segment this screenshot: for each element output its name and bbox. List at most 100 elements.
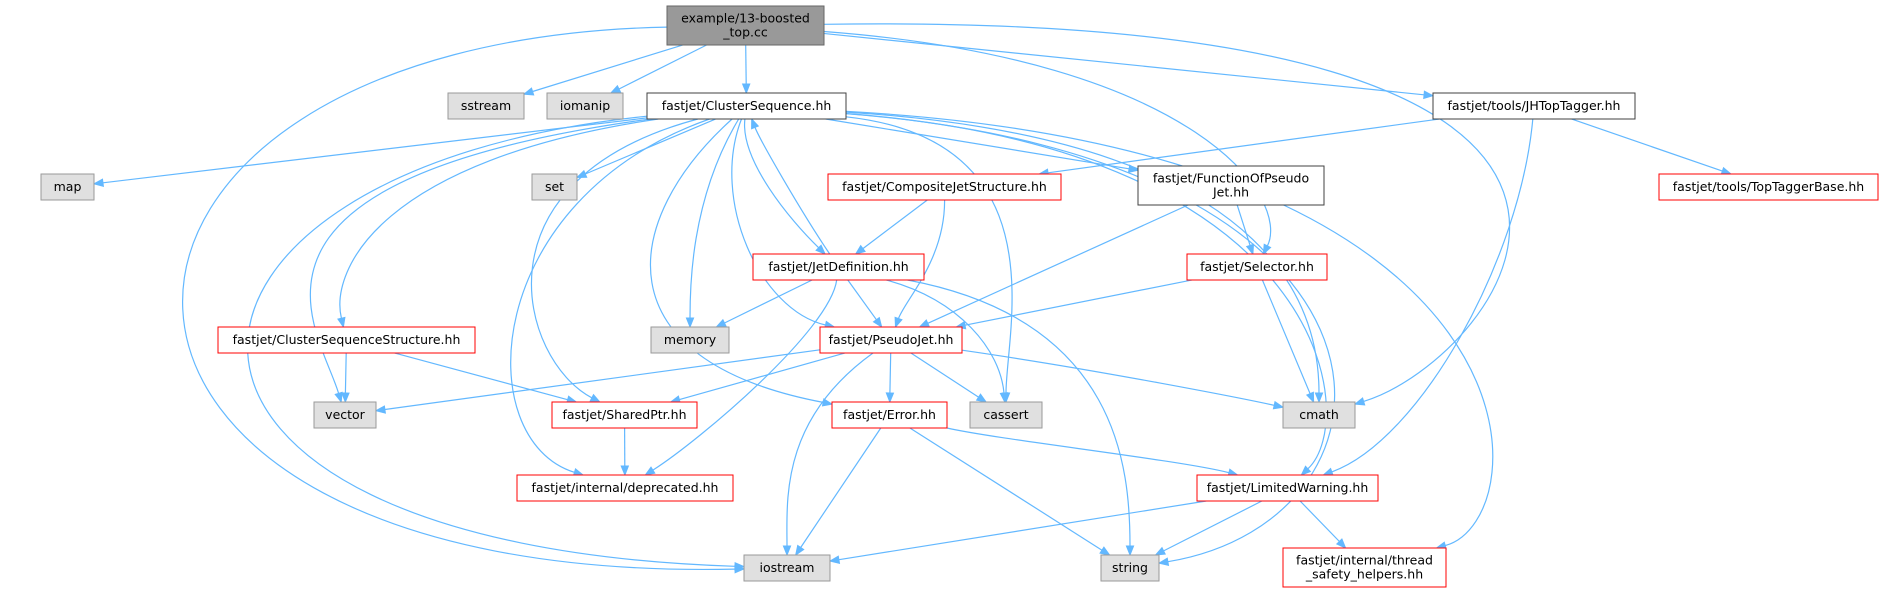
edge-clusterseq-to-error — [649, 118, 834, 407]
edge-pseudojet-to-error — [885, 352, 895, 404]
edge-line — [845, 113, 1336, 563]
node-label: fastjet/FunctionOfPseudo — [1153, 171, 1309, 186]
node-box — [831, 401, 948, 429]
edge-line — [845, 111, 1320, 394]
node-box — [969, 401, 1043, 429]
node-error[interactable]: fastjet/Error.hh — [831, 401, 948, 429]
node-csstruct[interactable]: fastjet/ClusterSequenceStructure.hh — [217, 326, 476, 354]
node-box — [531, 173, 578, 201]
edge-arrowhead — [1125, 545, 1135, 557]
node-sstream: sstream — [447, 92, 525, 120]
edge-line — [1261, 279, 1311, 394]
node-toptagger[interactable]: fastjet/tools/TopTaggerBase.hh — [1658, 173, 1879, 201]
edge-line — [838, 500, 1207, 561]
node-limitedwarn[interactable]: fastjet/LimitedWarning.hh — [1196, 474, 1379, 502]
edge-arrowhead — [92, 178, 104, 187]
edge-arrowhead — [1423, 90, 1435, 100]
edge-arrowhead — [1353, 397, 1366, 406]
edge-line — [1163, 500, 1263, 552]
edge-line — [384, 349, 821, 411]
edge-line — [339, 118, 659, 319]
node-jetdef[interactable]: fastjet/JetDefinition.hh — [752, 253, 925, 281]
edge-line — [754, 127, 831, 255]
node-label: fastjet/ClusterSequence.hh — [662, 98, 832, 113]
edge-line — [510, 118, 710, 473]
node-deprecated[interactable]: fastjet/internal/deprecated.hh — [516, 474, 734, 502]
node-box — [743, 554, 831, 582]
node-box — [1137, 165, 1325, 206]
node-label: sstream — [461, 98, 511, 113]
node-clusterseq[interactable]: fastjet/ClusterSequence.hh — [646, 92, 847, 120]
edge-arrowhead — [341, 392, 350, 404]
edge-arrowhead — [751, 117, 760, 130]
node-iomanip: iomanip — [546, 92, 624, 120]
edge-arrowhead — [522, 87, 535, 96]
edge-line — [964, 279, 1192, 326]
edge-arrowhead — [644, 466, 656, 476]
edge-line — [744, 118, 820, 249]
edge-line — [845, 112, 1328, 470]
edge-arrowhead — [589, 393, 601, 403]
edge-line — [724, 279, 813, 324]
node-vector: vector — [313, 401, 377, 429]
node-selector[interactable]: fastjet/Selector.hh — [1186, 253, 1328, 281]
edge-limitedwarn-to-iostream — [828, 500, 1207, 564]
node-composite[interactable]: fastjet/CompositeJetStructure.hh — [827, 173, 1062, 201]
node-sharedptr[interactable]: fastjet/SharedPtr.hh — [551, 401, 698, 429]
node-label: fastjet/CompositeJetStructure.hh — [842, 179, 1047, 194]
edge-arrowhead — [334, 391, 343, 404]
edge-jetdef-to-cassert — [886, 279, 1009, 404]
edge-jetdef-to-string — [907, 279, 1135, 557]
edge-pseudojet-to-sharedptr — [669, 352, 845, 404]
node-box — [1282, 401, 1356, 429]
edge-arrowhead — [794, 544, 805, 557]
edge-line — [1571, 118, 1723, 172]
node-threadsafe[interactable]: fastjet/internal/thread_safety_helpers.h… — [1282, 547, 1447, 588]
edge-arrowhead — [1322, 467, 1334, 476]
edge-line — [927, 204, 1189, 324]
node-label: fastjet/ClusterSequenceStructure.hh — [233, 332, 461, 347]
node-box — [650, 326, 730, 354]
edge-root-to-iomanip — [609, 44, 707, 94]
edge-arrowhead — [975, 393, 988, 403]
edge-arrowhead — [741, 83, 751, 95]
graph-edges — [92, 23, 1733, 574]
edge-pseudojet-to-vector — [374, 349, 821, 414]
edge-line — [679, 352, 845, 401]
node-jhtop[interactable]: fastjet/tools/JHTopTagger.hh — [1432, 92, 1636, 120]
edge-clusterseq-to-limitedwarn — [845, 112, 1328, 476]
edge-line — [946, 427, 1230, 474]
node-label: fastjet/SharedPtr.hh — [562, 407, 686, 422]
node-label: _top.cc — [722, 25, 768, 40]
edge-clusterseq-to-threadsafe — [845, 110, 1494, 550]
edge-error-to-limitedwarn — [946, 427, 1239, 477]
edge-arrowhead — [1720, 166, 1733, 176]
edge-line — [530, 118, 699, 399]
edge-line — [786, 352, 874, 547]
node-label: fastjet/Selector.hh — [1200, 259, 1314, 274]
edge-line — [961, 349, 1275, 406]
edge-arrowhead — [337, 316, 346, 329]
node-box — [752, 253, 925, 281]
edge-funcof-to-pseudojet — [918, 204, 1189, 328]
edge-line — [689, 118, 740, 319]
node-root[interactable]: example/13-boosted_top.cc — [666, 5, 825, 46]
edge-arrowhead — [815, 244, 827, 255]
node-box — [666, 5, 825, 46]
node-label: cassert — [983, 407, 1028, 422]
node-box — [1100, 554, 1160, 582]
edge-line — [1331, 118, 1534, 473]
edge-pseudojet-to-iostream — [782, 352, 874, 557]
edge-line — [394, 352, 568, 401]
edge-pseudojet-to-cmath — [961, 349, 1285, 410]
edge-jetdef-to-deprecated — [644, 279, 838, 476]
edge-arrowhead — [828, 555, 841, 564]
node-pseudojet[interactable]: fastjet/PseudoJet.hh — [819, 326, 963, 354]
edge-arrowhead — [1305, 391, 1315, 404]
edge-arrowhead — [1314, 392, 1324, 404]
node-label: fastjet/internal/thread — [1296, 553, 1433, 568]
edge-line — [862, 199, 928, 250]
edge-arrowhead — [821, 398, 834, 407]
edge-arrowhead — [1300, 465, 1312, 476]
